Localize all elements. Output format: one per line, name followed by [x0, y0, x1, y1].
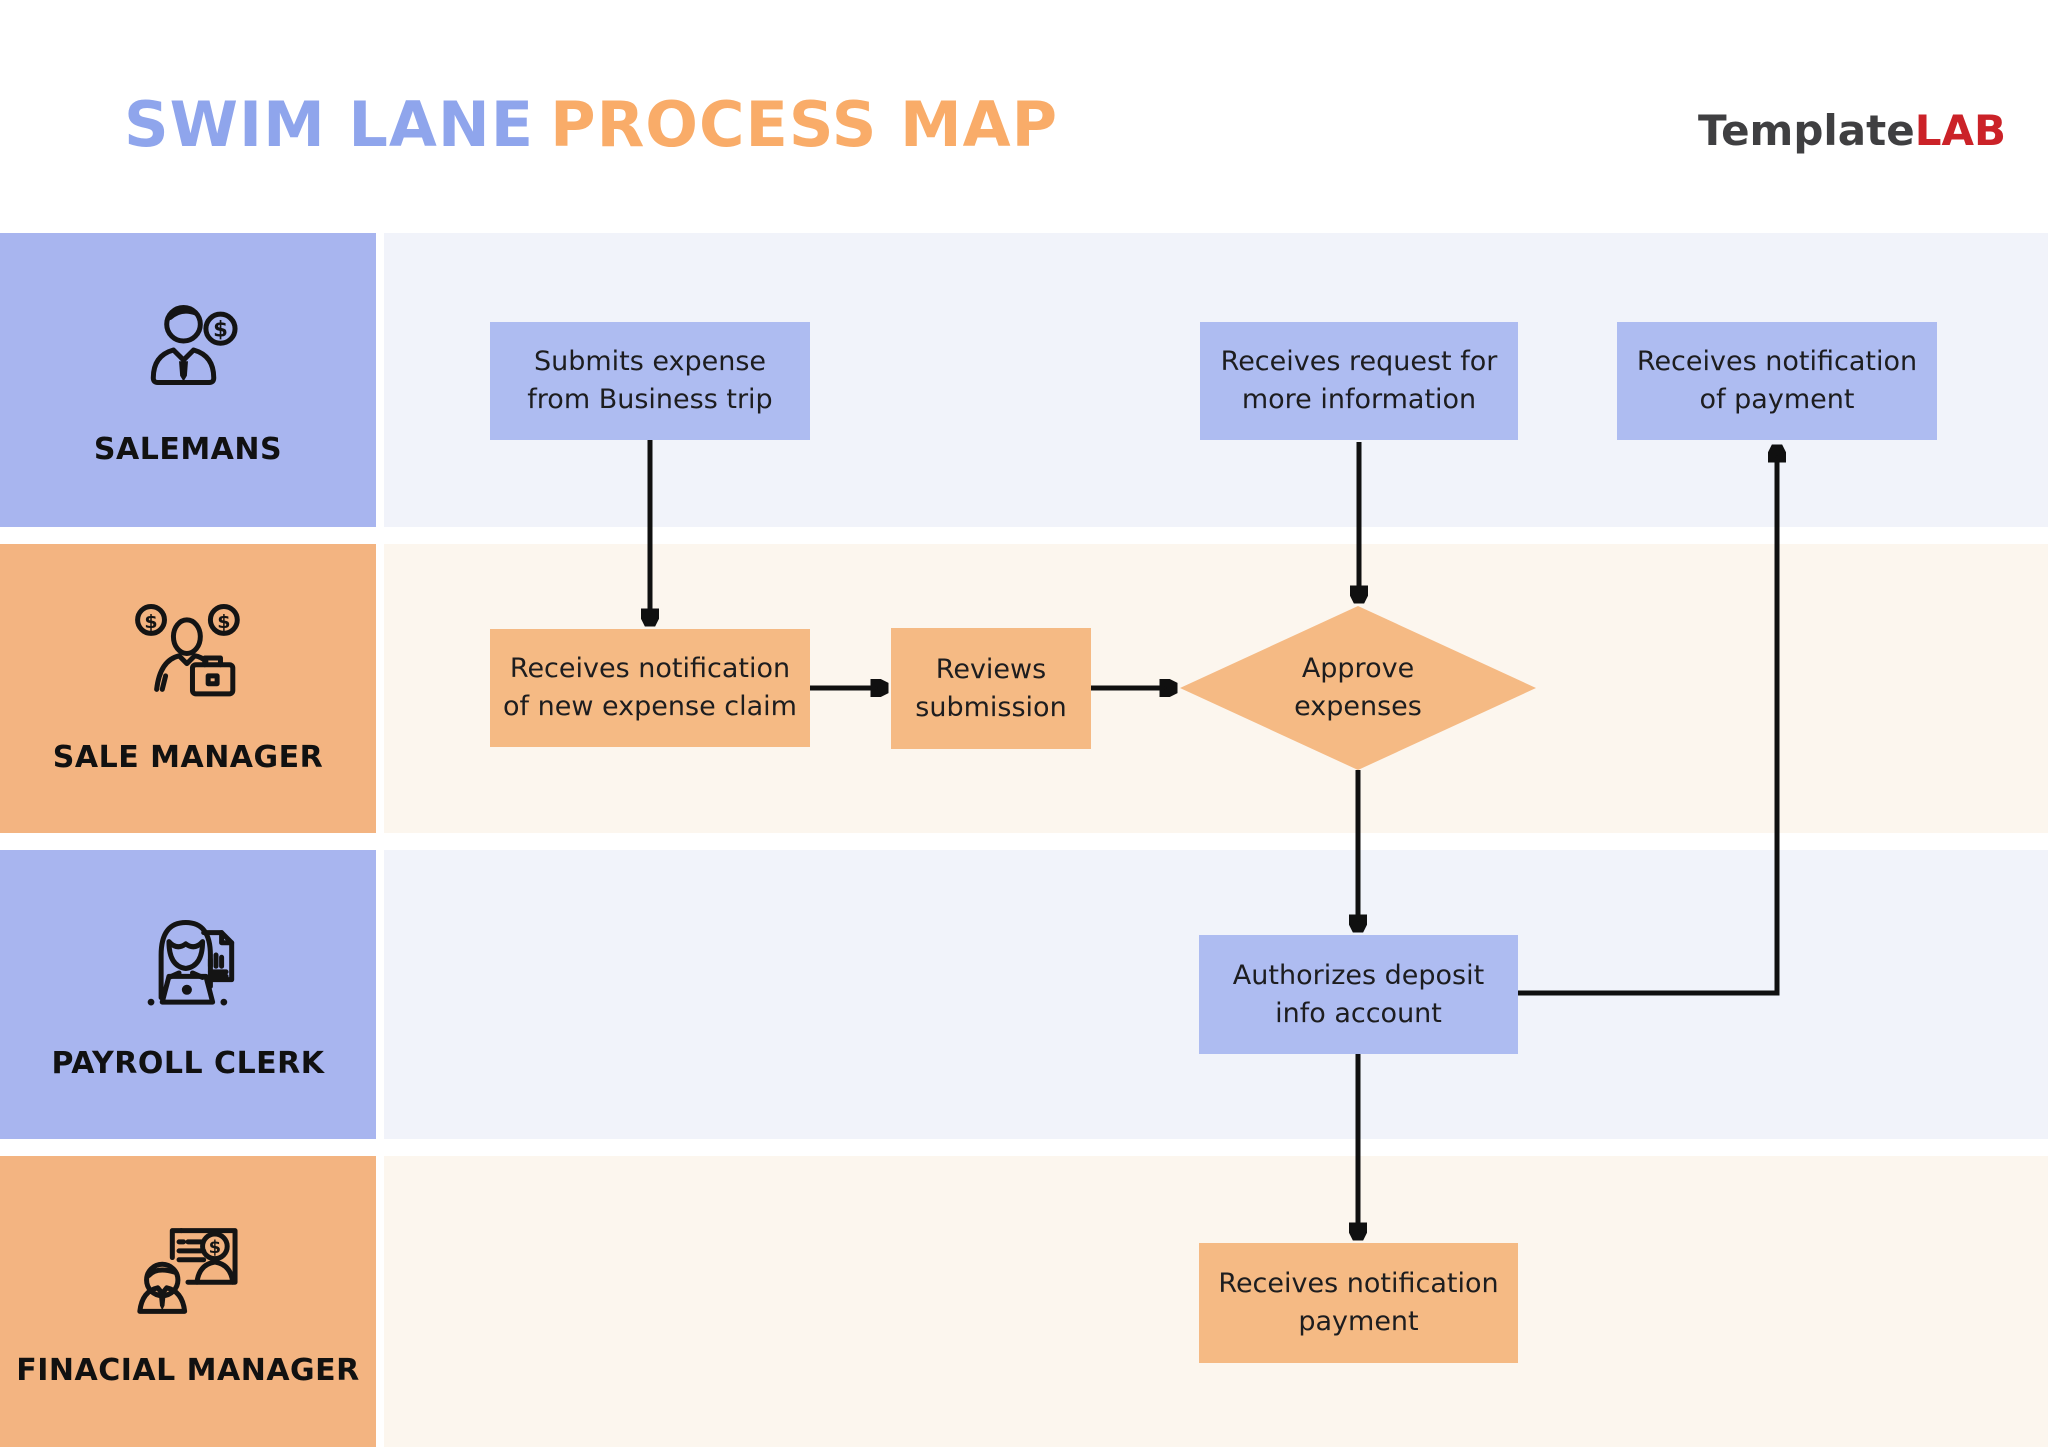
dollar-glyph: $	[217, 611, 230, 633]
dollar-glyph: $	[144, 611, 157, 633]
logo-template-text: Template	[1698, 106, 1915, 155]
node-label: Receives notification of payment	[1636, 346, 1918, 415]
page-title-blue-part: SWIM LANE	[124, 88, 535, 161]
sale-manager-icon: $ $	[128, 602, 248, 714]
payroll-clerk-icon	[147, 908, 248, 1006]
node-reviews-submission: Reviews submission	[891, 628, 1091, 749]
node-receives-notification-payment: Receives notification payment	[1199, 1243, 1518, 1363]
node-receives-new-expense-claim: Receives notification of new expense cla…	[490, 629, 810, 747]
node-submits-expense: Submits expense from Business trip	[490, 322, 810, 440]
node-authorizes-deposit: Authorizes deposit info account	[1199, 935, 1518, 1054]
lane-header-financial-manager: $ FINACIAL MANAGER	[0, 1156, 376, 1447]
page-title-orange-part: PROCESS MAP	[550, 88, 1059, 161]
lane-label-payroll-clerk: PAYROLL CLERK	[51, 1046, 325, 1081]
financial-manager-icon: $	[128, 1215, 248, 1327]
node-label: Receives notification payment	[1218, 1268, 1499, 1337]
node-label: Submits expense from Business trip	[527, 346, 773, 415]
node-label: Reviews submission	[915, 653, 1067, 723]
templatelab-logo: TemplateLAB	[1698, 106, 2006, 155]
node-label: Authorizes deposit info account	[1232, 959, 1485, 1029]
lane-header-payroll-clerk: PAYROLL CLERK	[0, 850, 376, 1139]
logo-lab-text: LAB	[1914, 106, 2006, 155]
salesman-icon: $	[128, 294, 248, 406]
node-label: Approve expenses	[1294, 653, 1422, 722]
node-label: Receives notification of new expense cla…	[503, 653, 797, 722]
dollar-glyph: $	[209, 1237, 221, 1258]
lane-label-salesmans: SALEMANS	[93, 431, 283, 467]
node-receives-payment-notification: Receives notification of payment	[1617, 322, 1937, 440]
node-label: Receives request for more information	[1220, 346, 1498, 415]
node-receives-request: Receives request for more information	[1200, 322, 1518, 440]
lane-header-salesmans: $ SALEMANS	[0, 233, 376, 527]
dollar-glyph: $	[213, 317, 228, 342]
lane-header-sale-manager: $ $ SALE MANAGER	[0, 544, 376, 833]
lane-label-sale-manager: SALE MANAGER	[52, 740, 324, 775]
lane-label-financial-manager: FINACIAL MANAGER	[16, 1353, 360, 1388]
